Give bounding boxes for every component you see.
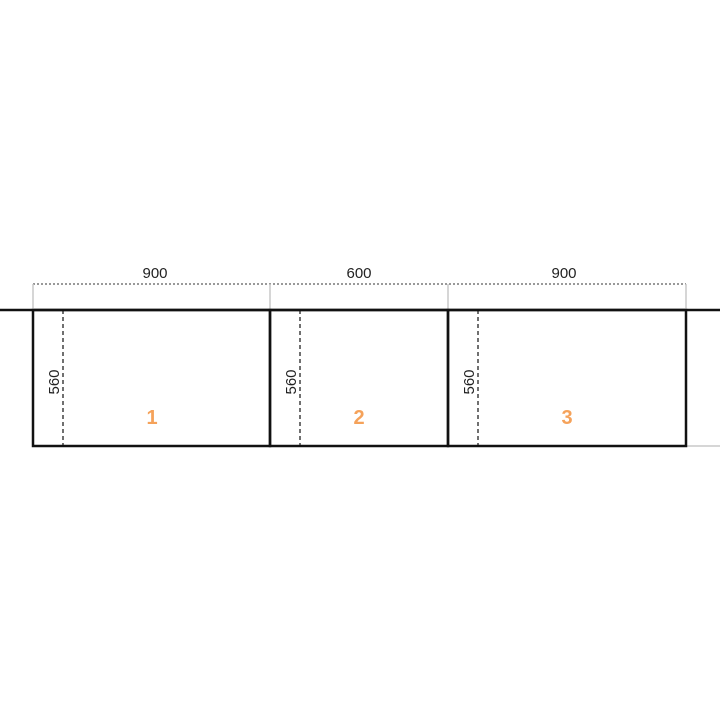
width-labels: 900 600 900 (142, 265, 576, 282)
cabinet-3: 560 3 (446, 308, 688, 448)
cabinets: 560 1 560 2 560 3 (31, 308, 688, 448)
width-label-1: 900 (142, 265, 167, 282)
cabinet-1-depth-label: 560 (46, 369, 63, 394)
cabinet-3-outline (446, 308, 688, 448)
cabinet-2-number: 2 (353, 407, 364, 429)
cabinet-2-depth-label: 560 (283, 369, 300, 394)
width-label-2: 600 (346, 265, 371, 282)
extension-lines (32, 284, 687, 310)
cabinet-3-number: 3 (561, 407, 572, 429)
cabinet-2: 560 2 (268, 308, 450, 448)
cabinet-1: 560 1 (31, 308, 272, 448)
cabinet-1-number: 1 (146, 407, 157, 429)
width-label-3: 900 (551, 265, 576, 282)
cabinet-3-depth-label: 560 (461, 369, 478, 394)
